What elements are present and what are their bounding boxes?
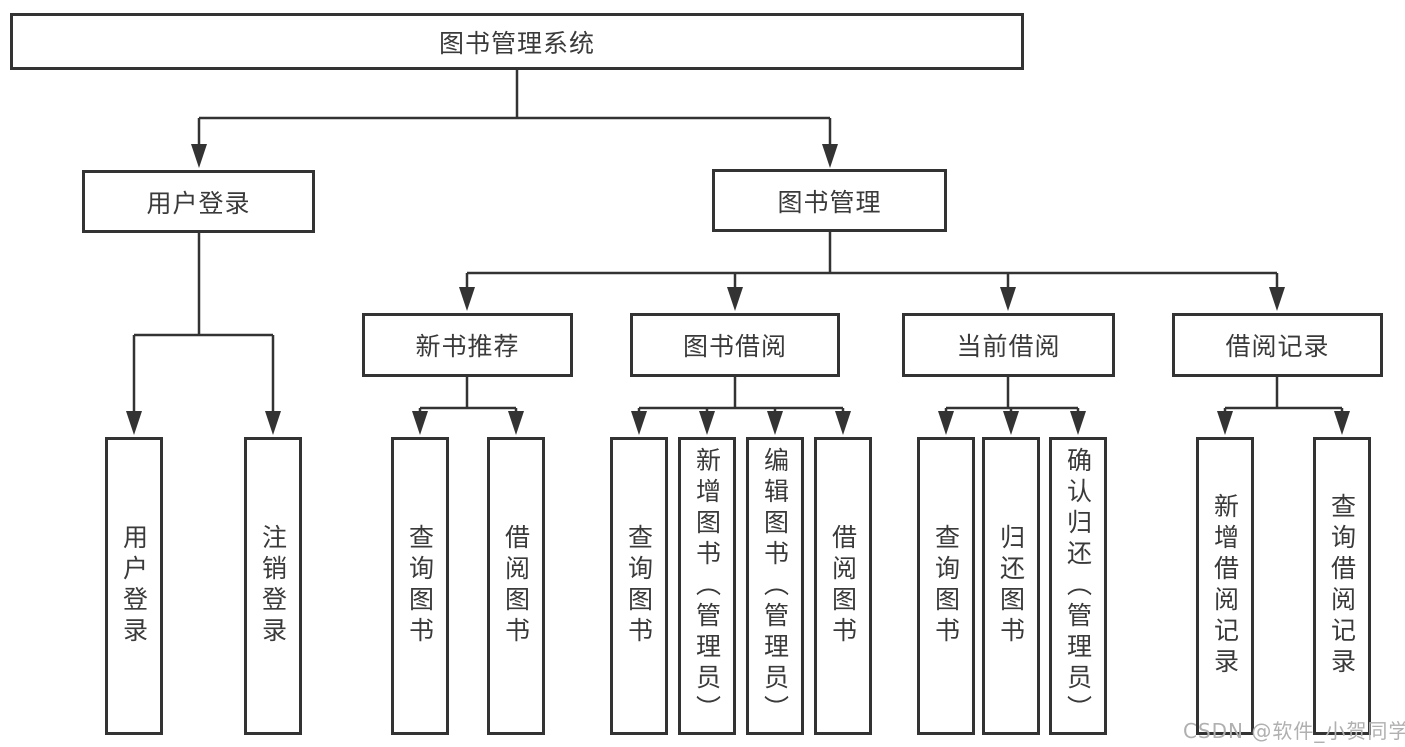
leaf-borrow-books-recommend: 借阅图书 bbox=[487, 437, 545, 735]
node-label: 确认归还（管理员） bbox=[1063, 446, 1093, 726]
node-borrowing-records: 借阅记录 bbox=[1172, 313, 1383, 377]
leaf-add-borrow-record: 新增借阅记录 bbox=[1196, 437, 1254, 735]
node-label: 借阅图书 bbox=[501, 524, 531, 648]
node-label: 当前借阅 bbox=[956, 332, 1061, 361]
node-current-borrowing: 当前借阅 bbox=[902, 313, 1115, 377]
node-label: 注销登录 bbox=[258, 524, 288, 648]
node-label: 借阅记录 bbox=[1225, 332, 1330, 361]
node-label: 编辑图书（管理员） bbox=[760, 446, 790, 726]
node-label: 用户登录 bbox=[119, 524, 149, 648]
leaf-confirm-return-admin: 确认归还（管理员） bbox=[1049, 437, 1107, 735]
node-label: 新增图书（管理员） bbox=[692, 446, 722, 726]
node-root: 图书管理系统 bbox=[10, 13, 1024, 70]
leaf-edit-book-admin: 编辑图书（管理员） bbox=[746, 437, 804, 735]
leaf-query-books-borrowing: 查询图书 bbox=[610, 437, 668, 735]
leaf-add-book-admin: 新增图书（管理员） bbox=[678, 437, 736, 735]
leaf-query-borrow-record: 查询借阅记录 bbox=[1313, 437, 1371, 735]
node-label: 新增借阅记录 bbox=[1210, 493, 1240, 679]
node-label: 图书借阅 bbox=[682, 332, 787, 361]
node-new-book-recommend: 新书推荐 bbox=[362, 313, 573, 377]
node-label: 借阅图书 bbox=[828, 524, 858, 648]
node-book-management: 图书管理 bbox=[712, 169, 947, 232]
node-label: 查询图书 bbox=[405, 524, 435, 648]
leaf-borrow-books-borrowing: 借阅图书 bbox=[814, 437, 872, 735]
leaf-user-login: 用户登录 bbox=[105, 437, 163, 735]
leaf-query-books-recommend: 查询图书 bbox=[391, 437, 449, 735]
arrowhead-icon bbox=[126, 144, 1350, 435]
node-label: 查询借阅记录 bbox=[1327, 493, 1357, 679]
node-label: 新书推荐 bbox=[415, 332, 520, 361]
node-label: 用户登录 bbox=[146, 188, 251, 218]
node-label: 图书管理系统 bbox=[438, 28, 595, 58]
leaf-query-books-current: 查询图书 bbox=[917, 437, 975, 735]
node-label: 图书管理 bbox=[777, 187, 882, 217]
node-label: 查询图书 bbox=[624, 524, 654, 648]
leaf-logout: 注销登录 bbox=[244, 437, 302, 735]
node-label: 归还图书 bbox=[996, 524, 1026, 648]
node-label: 查询图书 bbox=[931, 524, 961, 648]
watermark: CSDN @软件_小贺同学 bbox=[1183, 719, 1405, 743]
node-book-borrowing: 图书借阅 bbox=[630, 313, 840, 377]
node-user-login: 用户登录 bbox=[82, 170, 315, 233]
leaf-return-books: 归还图书 bbox=[982, 437, 1040, 735]
